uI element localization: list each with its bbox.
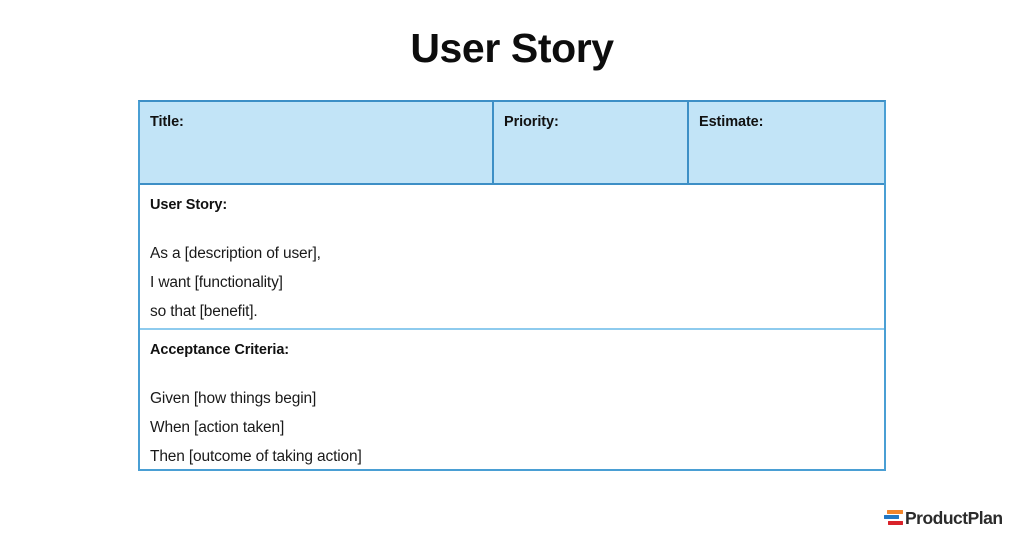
acceptance-criteria-line: Given [how things begin] — [150, 390, 317, 407]
title-label: Title: — [150, 114, 184, 130]
acceptance-criteria-line: When [action taken] — [150, 419, 285, 436]
estimate-label: Estimate: — [699, 114, 764, 130]
estimate-field-cell[interactable]: Estimate: — [689, 102, 884, 183]
acceptance-criteria-line: Then [outcome of taking action] — [150, 448, 362, 465]
user-story-heading: User Story: — [150, 197, 228, 213]
acceptance-criteria-heading: Acceptance Criteria: — [150, 342, 290, 358]
user-story-table: Title: Priority: Estimate: User Story: A… — [138, 100, 886, 471]
page-title: User Story — [410, 25, 614, 71]
acceptance-criteria-cell[interactable]: Acceptance Criteria: Given [how things b… — [140, 328, 884, 469]
priority-label: Priority: — [504, 114, 559, 130]
user-story-cell[interactable]: User Story: As a [description of user], … — [140, 185, 884, 328]
priority-field-cell[interactable]: Priority: — [494, 102, 689, 183]
user-story-line: so that [benefit]. — [150, 303, 258, 320]
productplan-logo: ProductPlan — [884, 505, 1003, 531]
user-story-line: As a [description of user], — [150, 245, 321, 262]
productplan-wordmark: ProductPlan — [905, 508, 1003, 528]
roadmap-bars-icon — [884, 509, 903, 527]
user-story-line: I want [functionality] — [150, 274, 283, 291]
title-field-cell[interactable]: Title: — [140, 102, 494, 183]
table-header-row: Title: Priority: Estimate: — [140, 102, 884, 185]
